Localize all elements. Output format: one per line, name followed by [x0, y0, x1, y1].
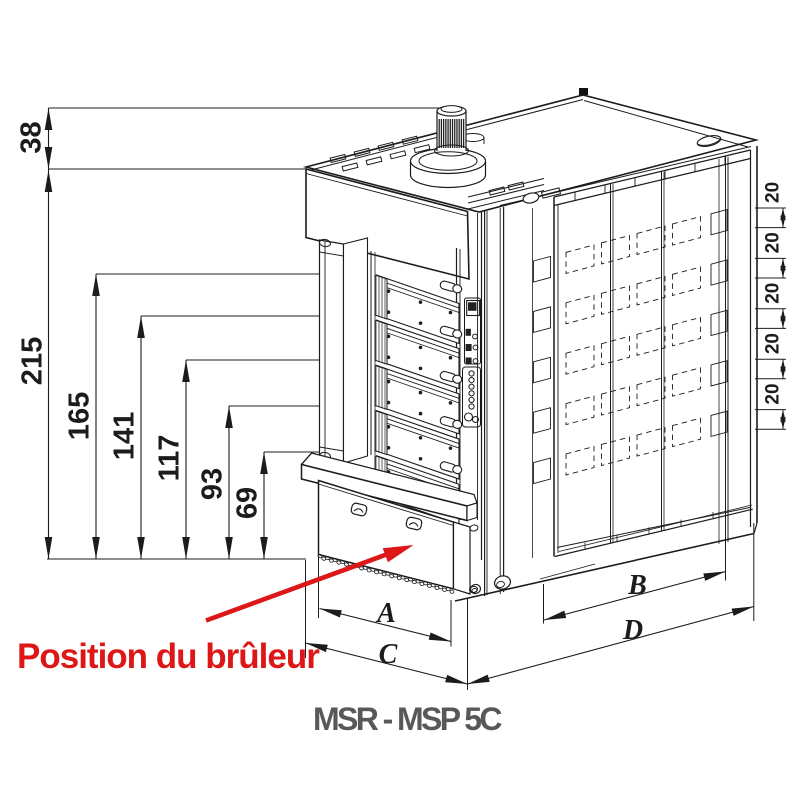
svg-text:69: 69 [232, 487, 264, 519]
svg-text:20: 20 [763, 182, 784, 203]
svg-text:117: 117 [154, 435, 186, 482]
svg-text:A: A [375, 598, 396, 629]
svg-text:165: 165 [64, 392, 96, 440]
svg-text:20: 20 [763, 283, 784, 304]
svg-text:93: 93 [197, 468, 229, 500]
svg-text:38: 38 [16, 121, 48, 153]
svg-text:20: 20 [763, 232, 784, 253]
svg-text:20: 20 [763, 333, 784, 354]
svg-text:D: D [622, 615, 643, 646]
svg-text:Position du brûleur: Position du brûleur [17, 637, 320, 676]
svg-text:C: C [379, 639, 398, 670]
svg-text:B: B [627, 570, 647, 601]
svg-text:215: 215 [17, 337, 49, 385]
svg-text:20: 20 [763, 383, 784, 404]
svg-text:141: 141 [109, 412, 141, 460]
svg-text:MSR - MSP 5C: MSR - MSP 5C [313, 701, 502, 737]
